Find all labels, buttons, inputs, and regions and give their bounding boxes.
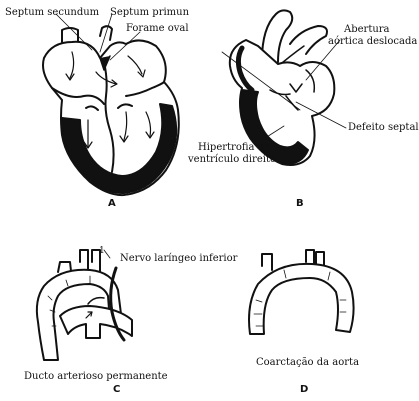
- recurrent-laryngeal-nerve-label: Nervo laríngeo inferior: [120, 253, 238, 264]
- panel-b-heart-illustration: [221, 9, 347, 166]
- septum-primum-label: Septum primun: [110, 7, 190, 18]
- rv-hypertrophy-label-line1: Hipertrofia do: [198, 142, 271, 153]
- panel-a-letter: A: [108, 198, 116, 209]
- septum-secundum-label: Septum secundum: [5, 7, 100, 18]
- panel-c-aortic-arch-illustration: [35, 249, 133, 361]
- panel-d-aortic-arch-illustration: [248, 249, 355, 335]
- foramen-ovale-label: Forame oval: [126, 23, 189, 34]
- aortic-opening-label-line2: aórtica deslocada: [328, 36, 418, 47]
- panel-a-heart-illustration: [42, 13, 180, 197]
- coarctation-label: Coarctação da aorta: [256, 357, 360, 368]
- panel-d-letter: D: [300, 384, 309, 395]
- panel-c-letter: C: [113, 384, 121, 395]
- rv-hypertrophy-label-line2: ventrículo direito: [188, 154, 276, 165]
- patent-ductus-label: Ducto arterioso permanente: [24, 371, 168, 382]
- aortic-opening-label-line1: Abertura: [344, 24, 390, 35]
- septal-defect-label: Defeito septal: [348, 122, 419, 133]
- marker-number-label: 1: [99, 246, 105, 256]
- panel-b-letter: B: [296, 198, 304, 209]
